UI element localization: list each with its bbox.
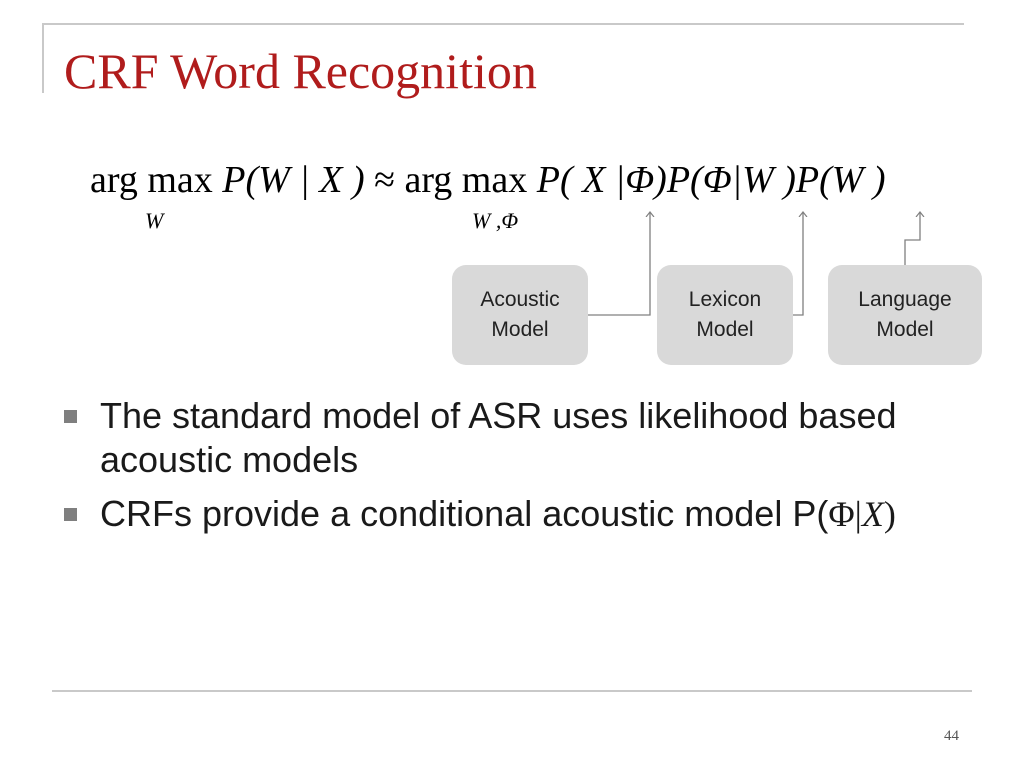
- slide-title: CRF Word Recognition: [64, 43, 537, 99]
- formula-rhs-subscript: W ,Φ: [472, 208, 519, 233]
- left-rule: [42, 23, 44, 93]
- formula-lhs-expression: P(W | X ): [222, 159, 365, 201]
- language-model-label-line1: Language: [858, 288, 952, 311]
- acoustic-connector-arrow: [588, 212, 650, 316]
- bullet-text: The standard model of ASR uses likelihoo…: [100, 395, 897, 480]
- formula-lexicon-term: P(Φ|W ): [666, 159, 796, 201]
- bullet-item: CRFs provide a conditional acoustic mode…: [60, 492, 960, 536]
- bullet-text: CRFs provide a conditional acoustic mode…: [100, 493, 829, 534]
- formula-rhs-argmax: arg max: [404, 159, 528, 201]
- formula: arg max P(W | X ) ≈ arg max P( X |Φ)P(Φ|…: [90, 155, 886, 205]
- lexicon-model-label-line1: Lexicon: [688, 288, 762, 311]
- square-bullet-icon: [64, 508, 77, 521]
- top-rule: [42, 23, 964, 25]
- bullet-close-paren: ): [883, 494, 896, 534]
- language-model-box: Language Model: [828, 265, 982, 365]
- acoustic-model-label-line1: Acoustic: [480, 288, 560, 311]
- formula-approx-symbol: ≈: [374, 159, 395, 201]
- page-number: 44: [944, 728, 959, 744]
- language-model-label-line2: Model: [876, 318, 934, 341]
- bullet-phi-symbol: Φ|: [828, 494, 862, 534]
- language-connector-arrow: [904, 212, 920, 265]
- bullet-x-symbol: X: [861, 494, 884, 534]
- lexicon-model-label-line2: Model: [696, 318, 754, 341]
- acoustic-model-label-line2: Model: [491, 318, 549, 341]
- bottom-rule: [52, 690, 972, 692]
- lexicon-model-box: Lexicon Model: [657, 265, 793, 365]
- lexicon-connector-arrow: [793, 212, 803, 316]
- formula-lhs-subscript: W: [145, 208, 164, 233]
- square-bullet-icon: [64, 410, 77, 423]
- bullet-item: The standard model of ASR uses likelihoo…: [60, 394, 960, 482]
- bullet-list: The standard model of ASR uses likelihoo…: [60, 394, 960, 546]
- formula-acoustic-term: P( X |Φ): [536, 159, 667, 201]
- formula-language-term: P(W ): [795, 159, 886, 201]
- acoustic-model-box: Acoustic Model: [452, 265, 588, 365]
- formula-lhs-argmax: arg max: [90, 159, 213, 201]
